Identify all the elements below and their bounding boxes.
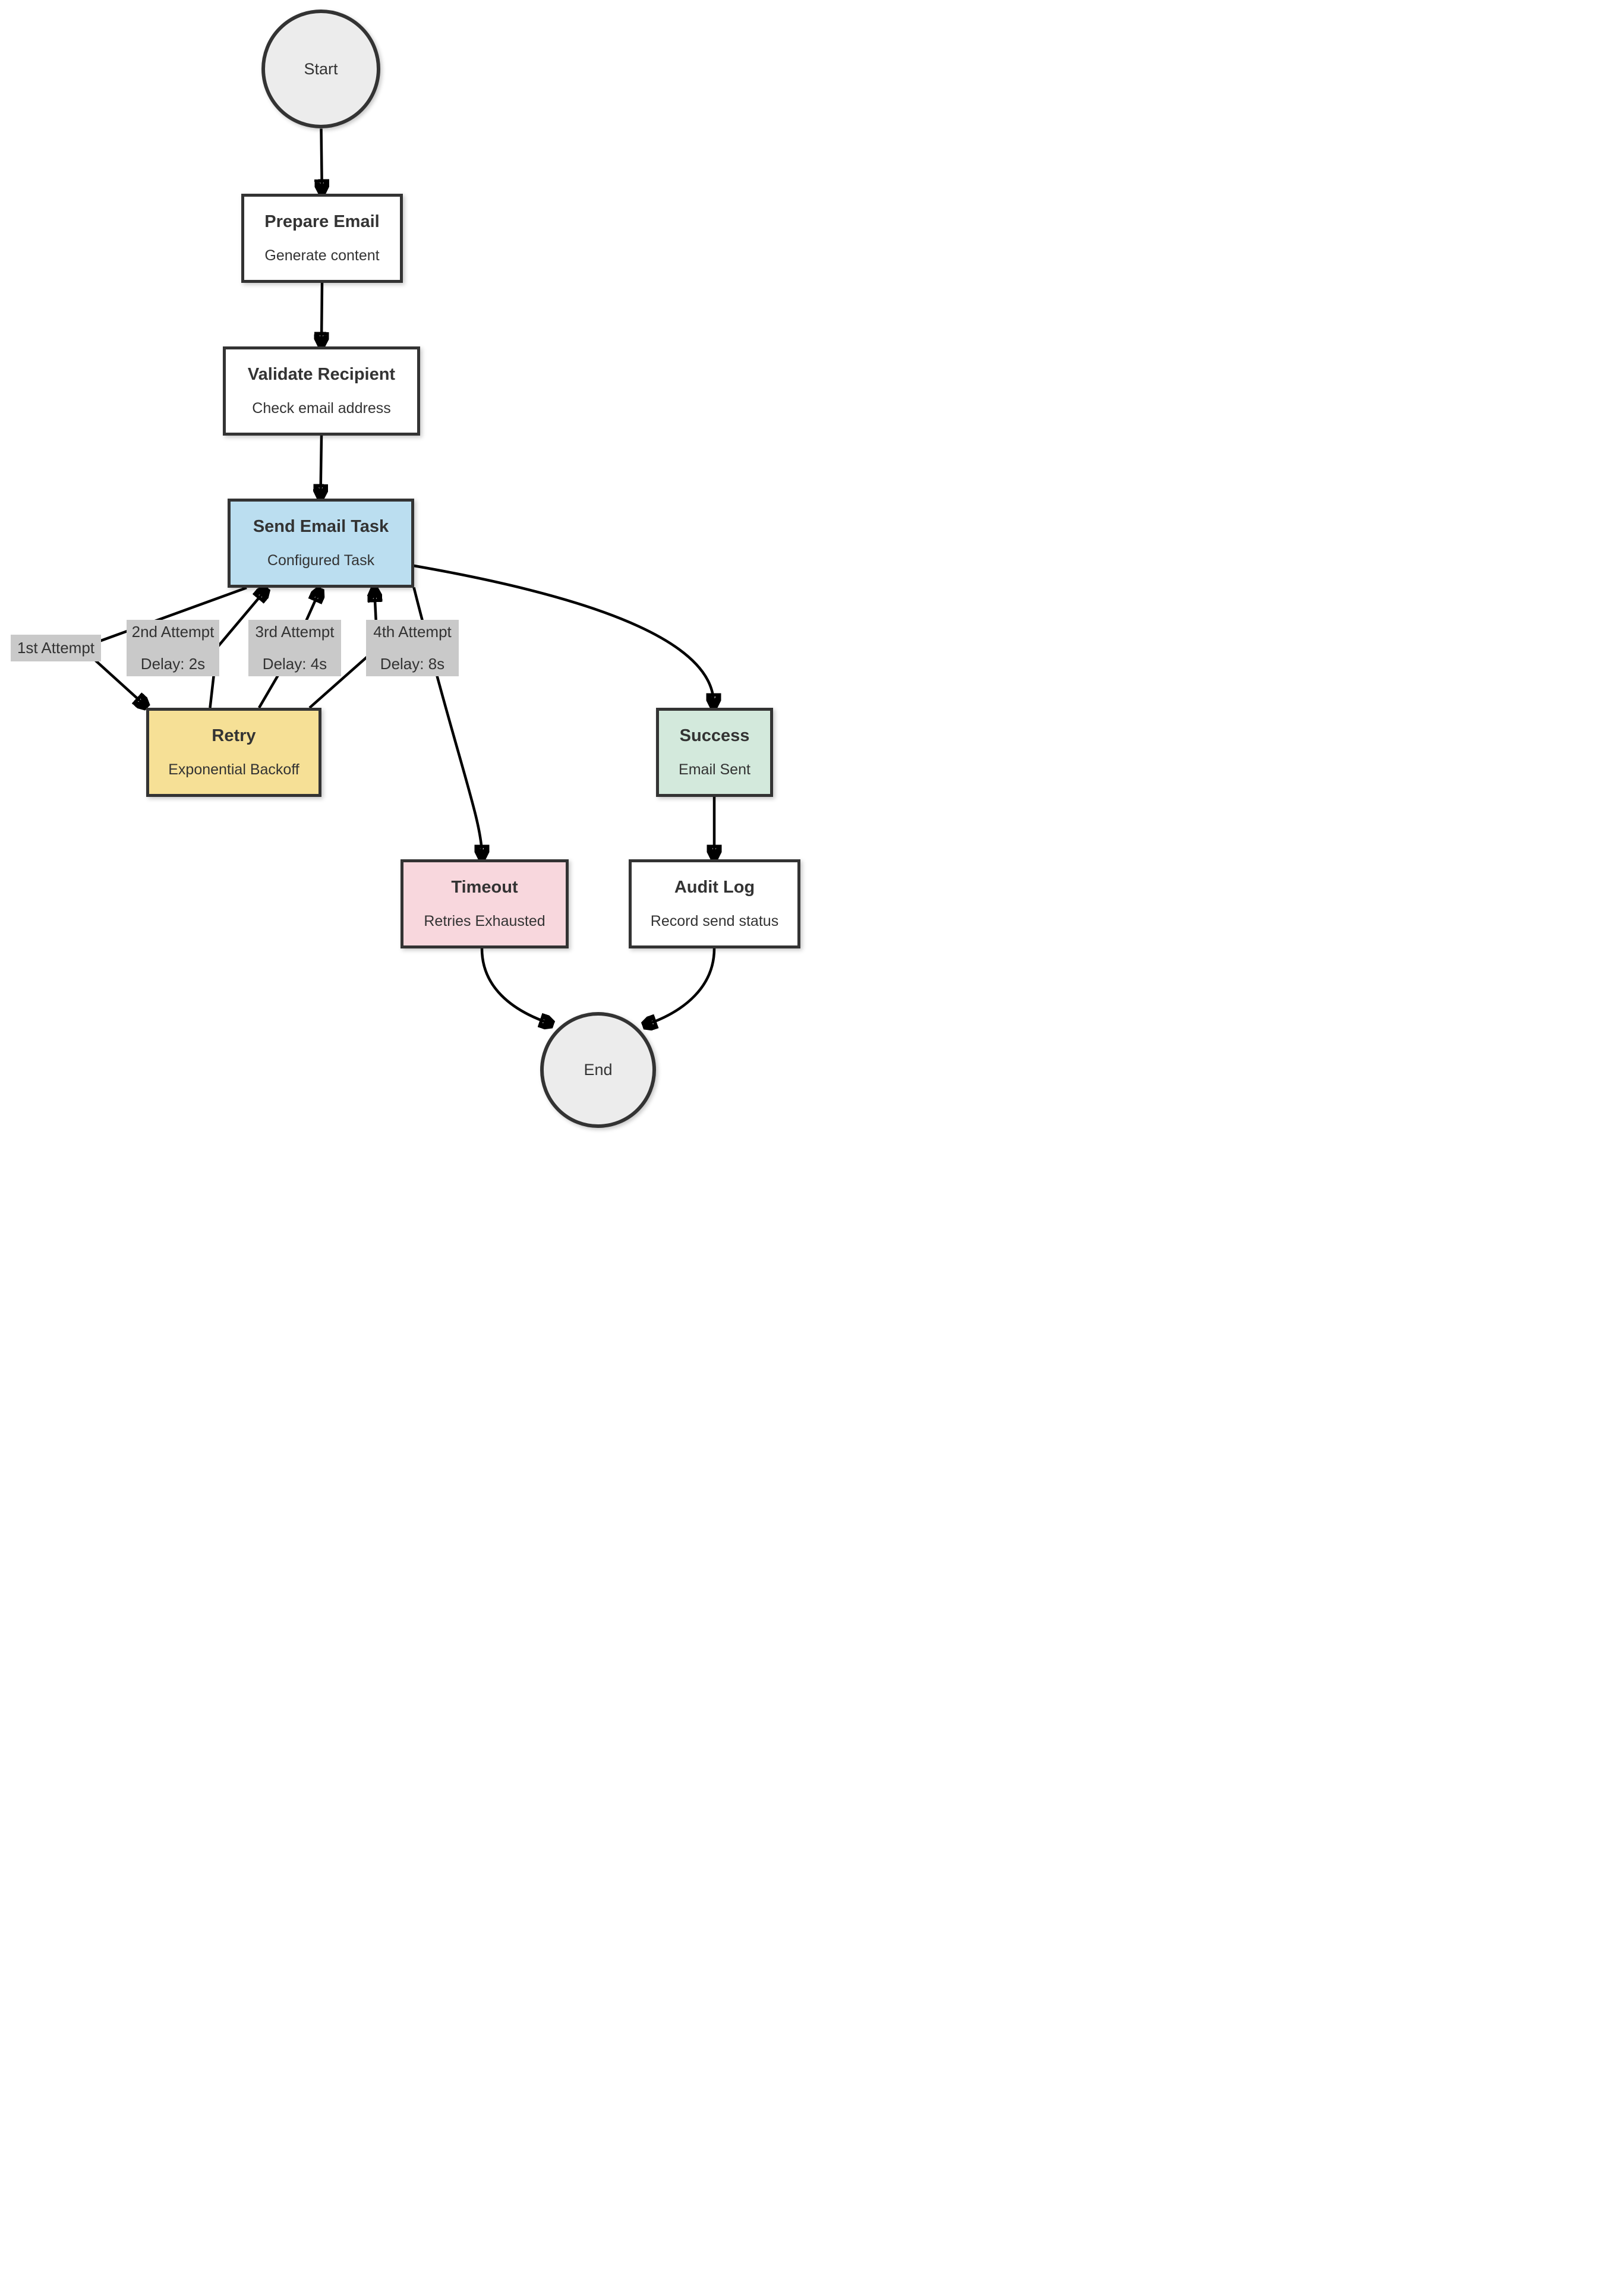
node-send-email-task-subtitle: Configured Task	[267, 551, 375, 569]
edge-prepare-to-validate	[321, 282, 322, 342]
node-retry: Retry Exponential Backoff	[146, 708, 321, 797]
node-success-title: Success	[679, 726, 750, 745]
edge-label-2nd-attempt-delay: Delay: 2s	[140, 655, 206, 673]
edge-timeout-to-end	[480, 948, 550, 1023]
node-timeout: Timeout Retries Exhausted	[401, 859, 569, 948]
edge-label-3rd-attempt-text: 3rd Attempt	[255, 623, 335, 641]
node-validate-recipient-title: Validate Recipient	[247, 364, 396, 384]
node-prepare-email-subtitle: Generate content	[264, 247, 380, 264]
edge-label-1st-attempt-text: 1st Attempt	[17, 639, 95, 657]
node-start: Start	[261, 10, 380, 128]
node-audit-log-title: Audit Log	[674, 877, 755, 897]
edge-label-4th-attempt-text: 4th Attempt	[373, 623, 452, 641]
edge-label-3rd-attempt-delay: Delay: 4s	[262, 655, 327, 673]
edge-label-4th-attempt-delay: Delay: 8s	[380, 655, 445, 673]
edge-label-4th-attempt: 4th Attempt Delay: 8s	[366, 620, 459, 676]
edge-send-to-success	[414, 564, 714, 704]
node-audit-log: Audit Log Record send status	[629, 859, 800, 948]
edge-label-1st-attempt: 1st Attempt	[11, 635, 101, 661]
node-retry-subtitle: Exponential Backoff	[168, 761, 299, 778]
node-prepare-email-title: Prepare Email	[264, 212, 380, 231]
node-timeout-subtitle: Retries Exhausted	[424, 912, 545, 929]
flowchart-canvas: Start Prepare Email Generate content Val…	[0, 0, 812, 1141]
edge-start-to-prepare	[321, 128, 322, 190]
node-timeout-title: Timeout	[451, 877, 518, 897]
edge-label-3rd-attempt: 3rd Attempt Delay: 4s	[248, 620, 341, 676]
edge-audit-to-end	[647, 948, 716, 1025]
node-validate-recipient-subtitle: Check email address	[252, 399, 391, 417]
edge-label-2nd-attempt: 2nd Attempt Delay: 2s	[127, 620, 219, 676]
edge-validate-to-send	[321, 435, 322, 494]
node-validate-recipient: Validate Recipient Check email address	[223, 346, 420, 436]
node-send-email-task-title: Send Email Task	[253, 516, 389, 536]
node-success: Success Email Sent	[656, 708, 773, 797]
node-end-label: End	[584, 1061, 613, 1079]
node-send-email-task: Send Email Task Configured Task	[228, 499, 414, 588]
node-end: End	[540, 1012, 656, 1128]
node-start-label: Start	[304, 59, 338, 78]
node-retry-title: Retry	[212, 726, 256, 745]
node-success-subtitle: Email Sent	[679, 761, 750, 778]
node-audit-log-subtitle: Record send status	[650, 912, 779, 929]
node-prepare-email: Prepare Email Generate content	[241, 194, 403, 283]
edge-label-2nd-attempt-text: 2nd Attempt	[131, 623, 215, 641]
